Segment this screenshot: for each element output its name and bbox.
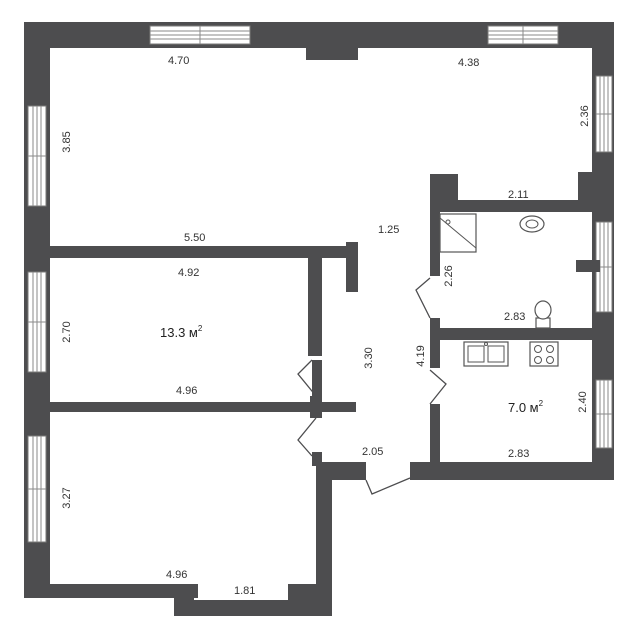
dim-hall-height: 3.30	[363, 347, 375, 368]
area-bed1: 13.3 м2	[160, 324, 203, 340]
door-entry	[365, 477, 411, 495]
wall-bath-kitchen	[430, 328, 594, 340]
dim-bath-top-width: 2.11	[508, 189, 529, 201]
wall-top-pillar	[306, 44, 358, 60]
door-bath	[415, 277, 431, 319]
stove-icon	[529, 341, 559, 367]
wall-living-bottom-jamb	[346, 242, 358, 292]
dim-top-right-width: 4.38	[458, 57, 479, 69]
interior-walls	[50, 174, 600, 472]
wall-bed-divider	[50, 402, 356, 412]
wall-bottom-left	[24, 584, 198, 598]
dim-kitchen-height: 2.40	[577, 391, 589, 412]
area-kitchen: 7.0 м2	[508, 399, 544, 415]
area-bed1-sup: 2	[198, 324, 203, 333]
wall-bath-left-upper	[430, 200, 440, 276]
wall-bed-divider-post	[310, 396, 322, 418]
wall-entry-left	[316, 462, 366, 480]
windows	[27, 25, 613, 543]
dim-bed1-bottom-width: 4.96	[176, 385, 197, 397]
wall-bath-left-lower	[430, 318, 440, 368]
dim-left-upper-height: 3.85	[61, 131, 73, 152]
window-right-upper	[595, 75, 613, 153]
area-bed1-value: 13.3 м	[160, 325, 198, 340]
dim-bath-height: 2.26	[443, 265, 455, 286]
dim-kitchen-wall-height: 4.19	[415, 345, 427, 366]
dim-right-upper-height: 2.36	[579, 105, 591, 126]
wall-bed2-right	[312, 452, 322, 466]
window-left-lower	[27, 435, 47, 543]
window-right-kitchen	[595, 379, 613, 449]
wall-entry-right	[410, 462, 614, 480]
wall-bath-top	[430, 200, 600, 212]
dim-living-bottom-width: 5.50	[184, 232, 205, 244]
dim-bed1-top-width: 4.92	[178, 267, 199, 279]
kitchen-sink-icon	[463, 341, 509, 367]
dim-bed2-height: 3.27	[61, 487, 73, 508]
dim-bath-bottom-width: 2.83	[504, 311, 525, 323]
fixtures	[439, 213, 559, 367]
door-kitchen	[429, 369, 447, 405]
door-bed1	[297, 359, 317, 397]
wall-bed1-right-upper	[308, 254, 322, 356]
area-kitchen-sup: 2	[539, 399, 544, 408]
dim-hall-gap: 1.25	[378, 224, 399, 236]
dim-bed1-height: 2.70	[61, 321, 73, 342]
dimension-labels: 4.70 4.38 2.36 3.85 2.11 5.50 1.25 4.92 …	[61, 55, 591, 597]
wall-hall-right-lower	[316, 462, 332, 616]
dim-entry-width: 2.05	[362, 446, 383, 458]
dim-bed2-notch-width: 1.81	[234, 585, 255, 597]
area-kitchen-value: 7.0 м	[508, 400, 539, 415]
wall-bath-right-stub	[576, 260, 600, 272]
dim-kitchen-bottom-width: 2.83	[508, 448, 529, 460]
area-labels: 13.3 м2 7.0 м2	[160, 324, 544, 415]
window-left-middle	[27, 271, 47, 373]
wall-living-bottom	[50, 246, 358, 258]
window-top-right	[487, 25, 559, 45]
wall-bed1-right-lower	[312, 360, 322, 400]
dim-top-left-width: 4.70	[168, 55, 189, 67]
window-left-upper	[27, 105, 47, 207]
sink-icon	[519, 215, 545, 233]
toilet-icon	[534, 300, 552, 329]
window-right-bath	[595, 221, 613, 313]
dim-bed2-bottom-width: 4.96	[166, 569, 187, 581]
shower-icon	[439, 213, 477, 253]
doors	[297, 277, 447, 495]
door-bed2	[297, 417, 317, 457]
wall-kitchen-left	[430, 404, 440, 472]
window-top-left	[149, 25, 251, 45]
